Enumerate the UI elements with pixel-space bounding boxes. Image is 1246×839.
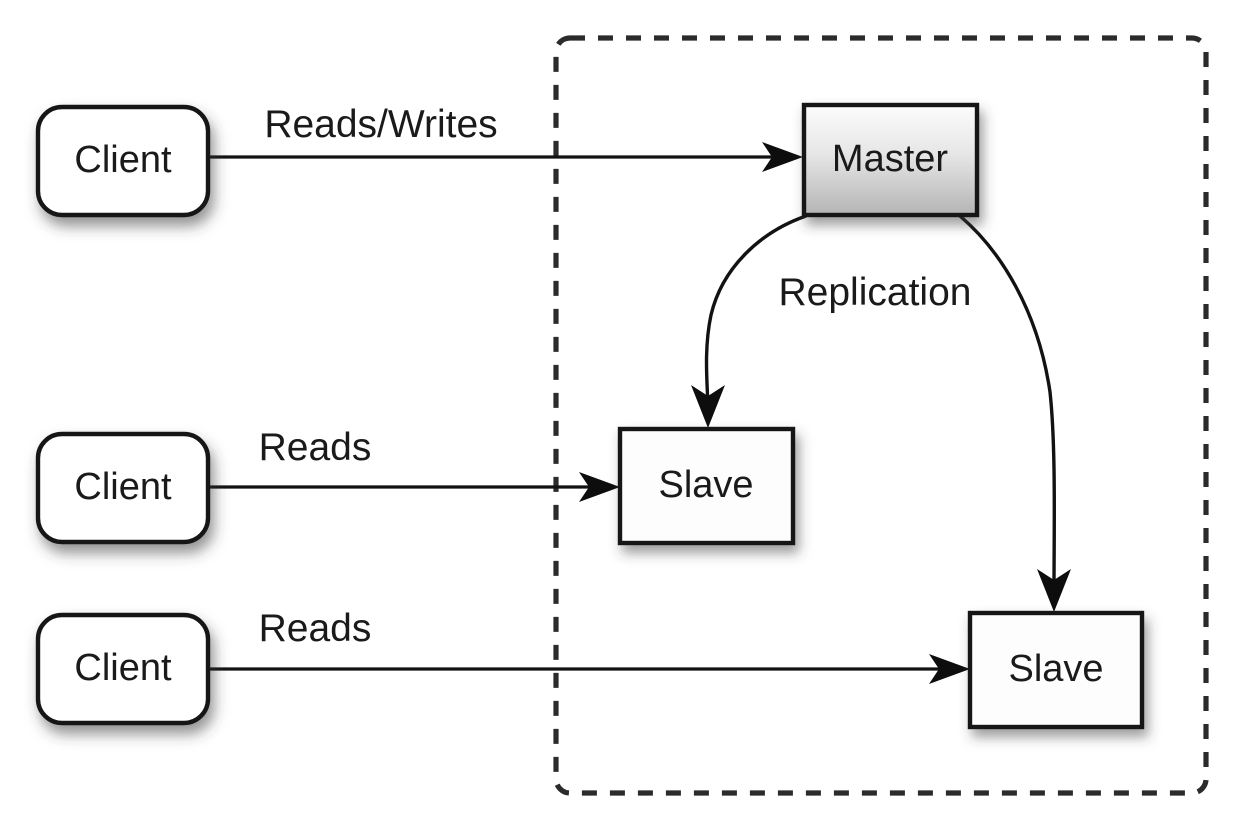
slave-2-box[interactable]: [967, 610, 1145, 730]
edge-master-to-slave1: [691, 214, 807, 428]
edge-label-reads-writes: Reads/Writes: [264, 103, 497, 146]
client-3-label: Client: [74, 647, 172, 689]
edge-label-replication: Replication: [779, 271, 972, 314]
client-2-label: Client: [74, 466, 172, 508]
edge-curve-master-slave2: [958, 214, 1057, 591]
client-1-label: Client: [74, 139, 172, 181]
master-box[interactable]: [801, 102, 980, 218]
node-slave-1[interactable]: Slave: [617, 426, 796, 546]
edge-client3-to-slave2: [208, 654, 970, 684]
slave-1-label: Slave: [658, 464, 753, 506]
client-1-box[interactable]: [35, 104, 211, 218]
arrow-head-icon-master: [762, 142, 803, 172]
arrow-head-icon-slave2-repl: [1037, 569, 1071, 612]
client-2-box[interactable]: [35, 431, 211, 545]
database-cluster-boundary: [553, 35, 1209, 796]
edge-client2-to-slave1: [208, 472, 620, 502]
node-client-2[interactable]: Client: [35, 431, 211, 545]
edge-label-reads-slave1: Reads: [259, 426, 372, 469]
edge-curve-master-slave1: [704, 214, 807, 407]
node-master[interactable]: Master: [801, 102, 980, 218]
arrow-head-icon-slave1-read: [579, 472, 620, 502]
slave-2-label: Slave: [1008, 648, 1103, 690]
client-3-box[interactable]: [35, 612, 211, 726]
edge-master-to-slave2: [958, 214, 1071, 612]
edge-client1-to-master: [208, 142, 803, 172]
node-client-3[interactable]: Client: [35, 612, 211, 726]
slave-1-box[interactable]: [617, 426, 796, 546]
arrow-head-icon-slave1-repl: [691, 385, 725, 428]
arrow-head-icon-slave2-read: [929, 654, 970, 684]
edge-label-reads-slave2: Reads: [259, 607, 372, 650]
node-slave-2[interactable]: Slave: [967, 610, 1145, 730]
node-client-1[interactable]: Client: [35, 104, 211, 218]
master-label: Master: [832, 138, 948, 180]
